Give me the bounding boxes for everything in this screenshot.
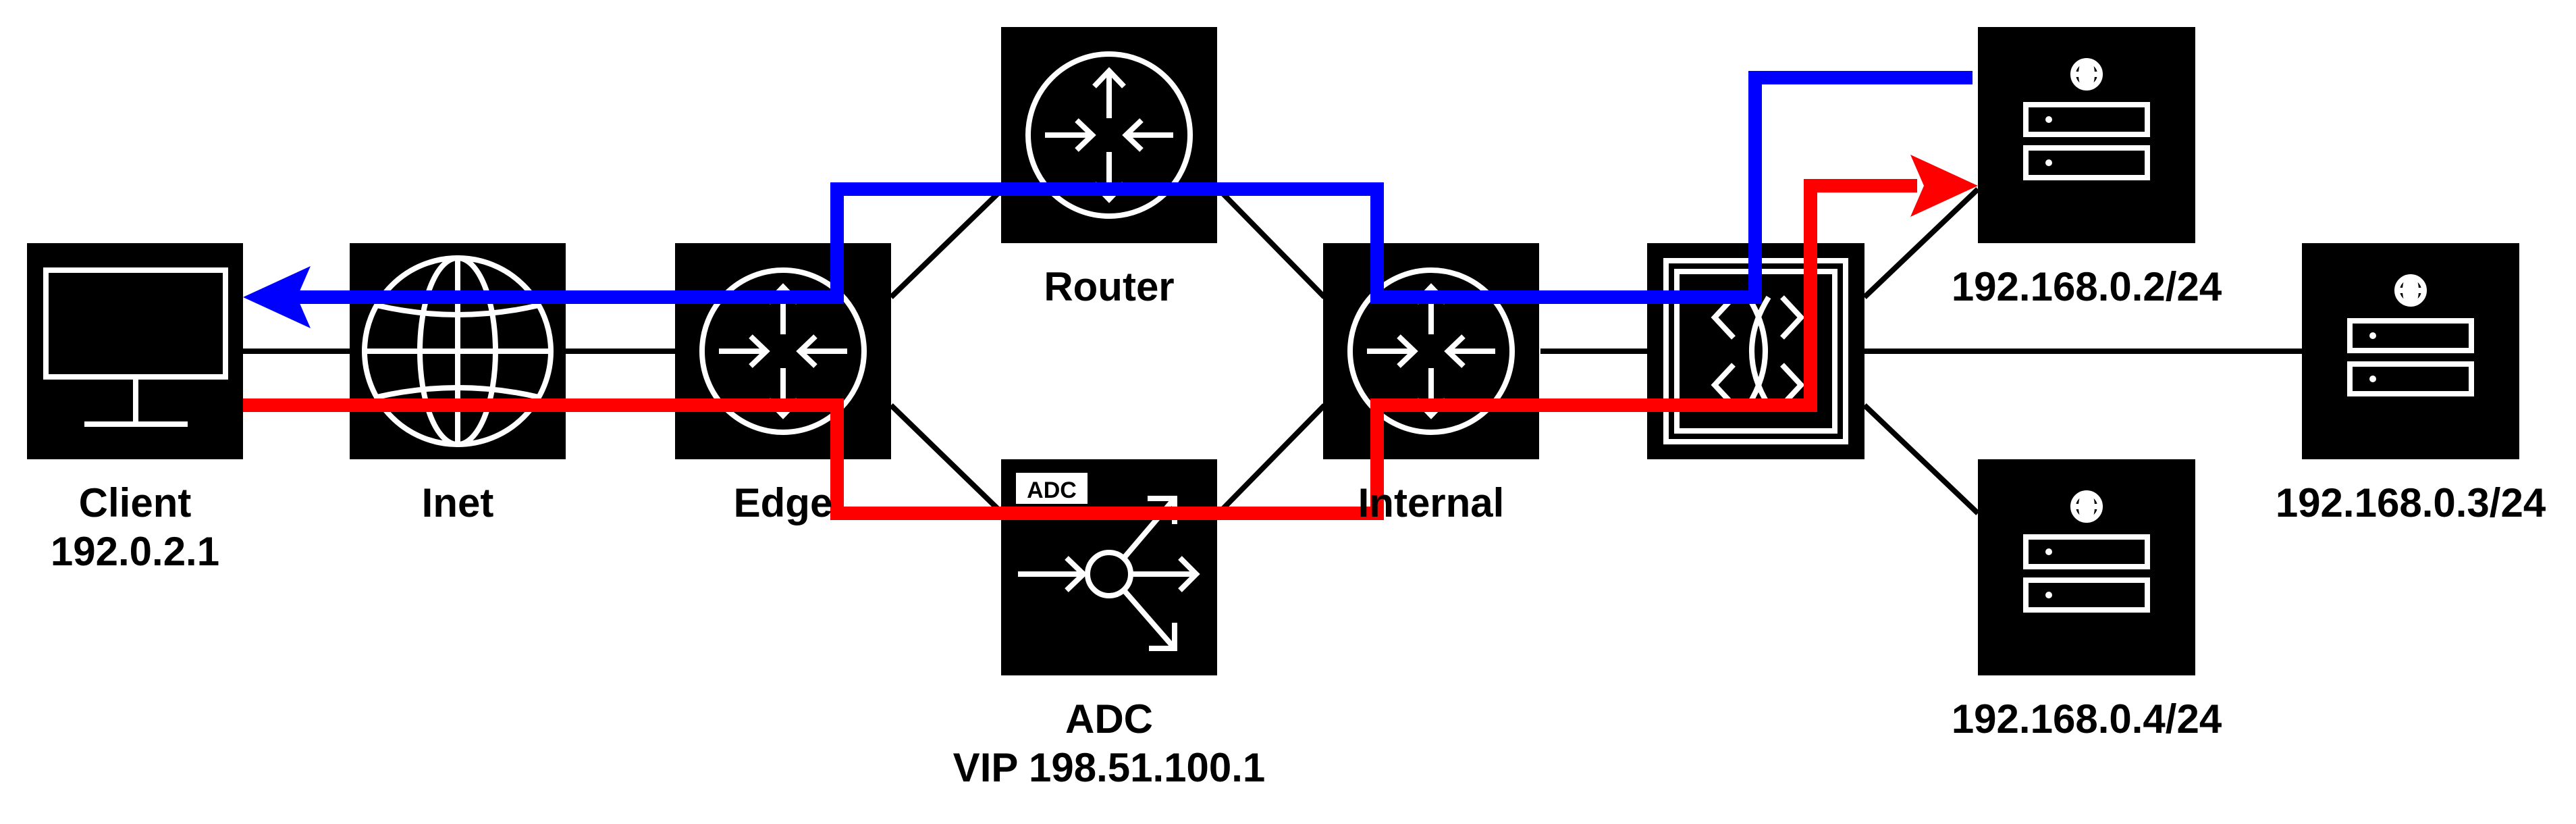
response-path <box>243 71 1973 328</box>
adc-badge <box>1016 473 1088 504</box>
response-arrowhead <box>243 266 311 328</box>
load-balancer-icon <box>1018 496 1200 651</box>
link-edge-router <box>889 187 1004 299</box>
node-edge[interactable] <box>675 243 891 459</box>
internal-label: Internal <box>1358 480 1505 525</box>
adc-badge-label: ADC <box>1027 478 1077 503</box>
server2-label: 192.168.0.3/24 <box>2276 480 2546 525</box>
router-label: Router <box>1044 264 1174 309</box>
client-label: Client <box>79 480 192 525</box>
router-box <box>1001 27 1217 243</box>
adc-label: ADC <box>1065 696 1153 742</box>
links <box>242 187 2303 515</box>
adc-vip-label: VIP 198.51.100.1 <box>953 745 1266 790</box>
request-path <box>243 155 1978 520</box>
node-router[interactable] <box>1001 27 1217 243</box>
node-internal[interactable] <box>1323 243 1539 459</box>
node-adc[interactable]: ADC <box>1001 459 1217 675</box>
link-router-internal <box>1216 187 1326 299</box>
monitor-icon <box>43 267 228 427</box>
request-arrowhead <box>1910 155 1978 217</box>
internal-box <box>1323 243 1539 459</box>
link-adc-internal <box>1216 403 1326 515</box>
node-server2[interactable] <box>2302 243 2519 459</box>
node-server1[interactable] <box>1978 27 2195 243</box>
server1-label: 192.168.0.2/24 <box>1952 264 2222 309</box>
node-inet[interactable] <box>350 243 566 459</box>
labels: Client 192.0.2.1 Inet Edge Router Intern… <box>51 264 2546 790</box>
link-switch-server1 <box>1862 187 1980 299</box>
server3-label: 192.168.0.4/24 <box>1952 696 2222 742</box>
link-edge-adc <box>889 403 1004 515</box>
globe-icon <box>362 255 554 447</box>
link-switch-server3 <box>1862 403 1980 515</box>
client-ip-label: 192.0.2.1 <box>51 529 219 574</box>
edge-box <box>675 243 891 459</box>
node-server3[interactable] <box>1978 459 2195 675</box>
inet-label: Inet <box>422 480 494 525</box>
node-client[interactable] <box>27 243 243 459</box>
edge-label: Edge <box>734 480 833 525</box>
